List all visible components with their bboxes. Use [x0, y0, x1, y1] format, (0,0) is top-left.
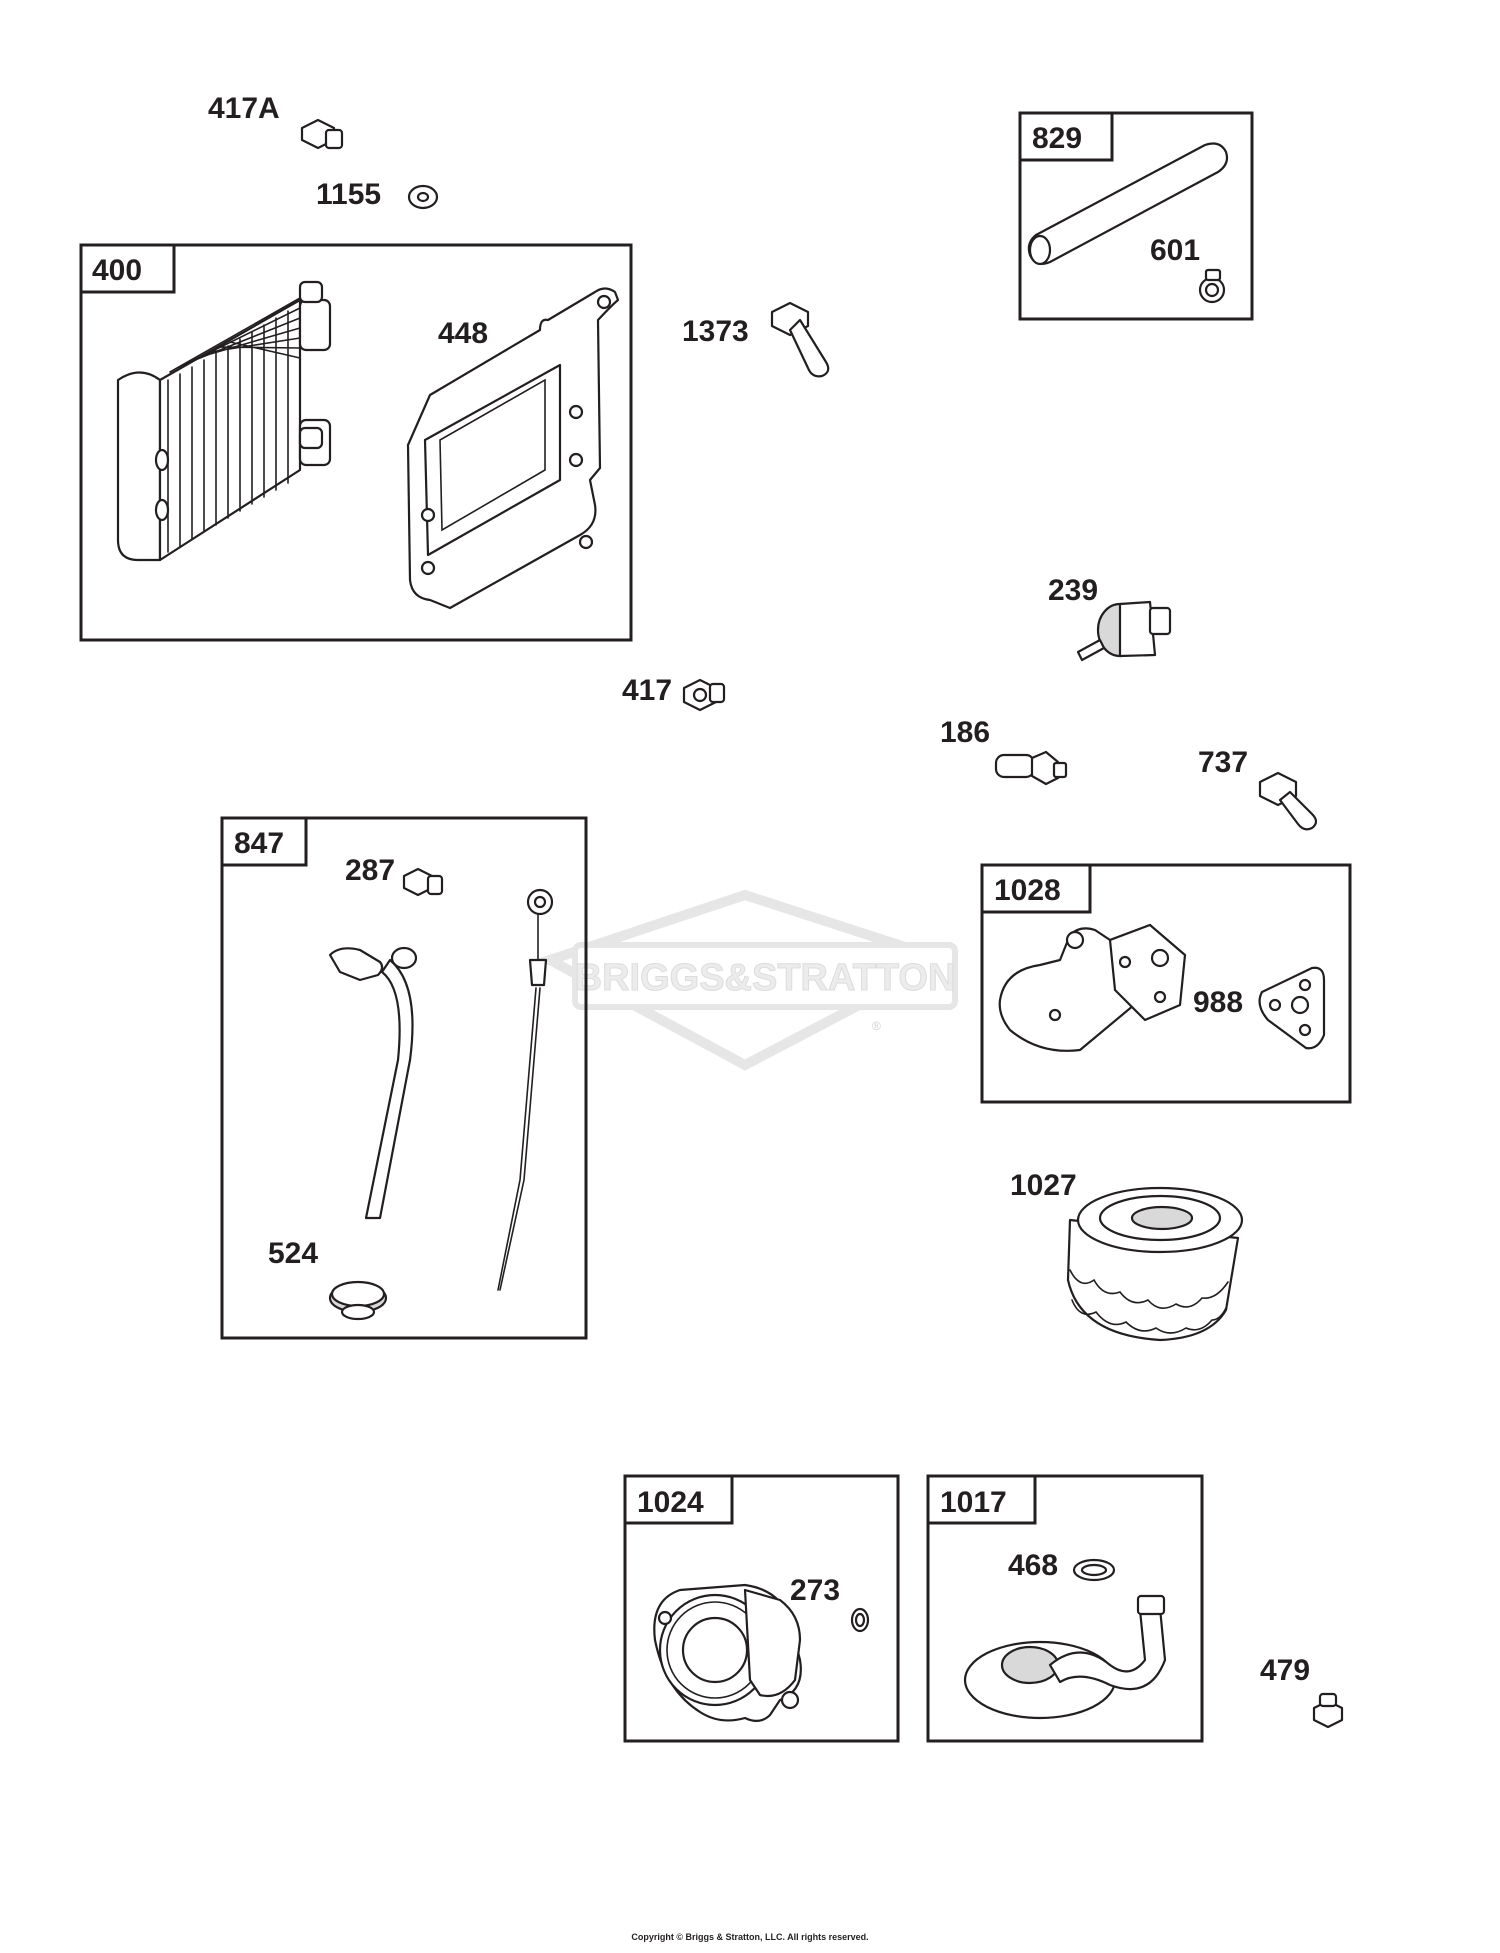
label-468: 468 [1008, 1549, 1058, 1582]
part-186[interactable]: 186 [940, 716, 1068, 786]
fitting-icon [994, 750, 1068, 786]
group-829[interactable]: 829 601 [1018, 111, 1254, 321]
label-239: 239 [1048, 574, 1098, 607]
hose-clamp-icon [1198, 268, 1226, 304]
oil-filter-adapter-icon [998, 923, 1187, 1052]
screw-icon [1312, 1692, 1344, 1729]
label-186: 186 [940, 716, 990, 749]
label-1027: 1027 [1010, 1169, 1077, 1202]
watermark-registered: ® [872, 1019, 881, 1033]
group-400[interactable]: 400 448 [79, 243, 633, 642]
group-1024[interactable]: 1024 273 [623, 1474, 900, 1743]
label-400: 400 [92, 254, 142, 287]
part-1373[interactable]: 1373 [682, 301, 830, 378]
oil-pump-icon [653, 1583, 802, 1722]
label-417: 417 [622, 674, 672, 707]
label-448: 448 [438, 317, 488, 350]
label-1028: 1028 [994, 874, 1061, 907]
label-524: 524 [268, 1237, 318, 1270]
bolt-icon [770, 301, 830, 378]
watermark: BRIGGS&STRATTON ® [537, 889, 958, 1071]
plug-icon [328, 1280, 388, 1321]
label-273: 273 [790, 1574, 840, 1607]
label-1373: 1373 [682, 315, 749, 348]
label-847: 847 [234, 827, 284, 860]
dipstick-icon [497, 888, 554, 1291]
label-1155: 1155 [316, 178, 381, 211]
dipstick-tube-icon [328, 946, 418, 1220]
pressure-switch-icon [1076, 600, 1172, 662]
copyright-notice: Copyright © Briggs & Stratton, LLC. All … [631, 1932, 869, 1942]
part-239[interactable]: 239 [1048, 574, 1172, 662]
label-737: 737 [1198, 746, 1248, 779]
part-737[interactable]: 737 [1198, 746, 1318, 831]
part-417[interactable]: 417 [622, 674, 726, 712]
oil-filter-icon [1066, 1186, 1244, 1342]
screw-icon [402, 867, 444, 897]
bolt-icon [1258, 771, 1318, 831]
oil-pickup-icon [963, 1594, 1167, 1720]
nut-icon [682, 678, 726, 712]
label-988: 988 [1193, 986, 1243, 1019]
part-1155[interactable]: 1155 [316, 178, 439, 211]
label-1017: 1017 [940, 1486, 1007, 1519]
gasket-icon [1258, 966, 1326, 1050]
label-479: 479 [1260, 1654, 1310, 1687]
label-829: 829 [1032, 122, 1082, 155]
label-1024: 1024 [637, 1486, 704, 1519]
oil-cooler-icon [116, 280, 332, 562]
group-1028[interactable]: 1028 988 [980, 863, 1352, 1104]
group-847[interactable]: 847 287 524 [220, 816, 588, 1340]
bolt-icon [300, 118, 344, 150]
o-ring-icon [1072, 1558, 1116, 1582]
part-1027[interactable]: 1027 [1010, 1169, 1244, 1342]
part-417A[interactable]: 417A [208, 92, 344, 150]
label-601: 601 [1150, 234, 1200, 267]
hose-icon [1027, 142, 1229, 266]
label-287: 287 [345, 854, 395, 887]
part-479[interactable]: 479 [1260, 1654, 1344, 1729]
washer-icon [407, 184, 439, 210]
watermark-text: BRIGGS&STRATTON [575, 957, 956, 999]
o-ring-icon [850, 1607, 870, 1633]
bracket-icon [406, 287, 620, 610]
group-1017[interactable]: 1017 468 [926, 1474, 1204, 1743]
label-417A: 417A [208, 92, 280, 125]
